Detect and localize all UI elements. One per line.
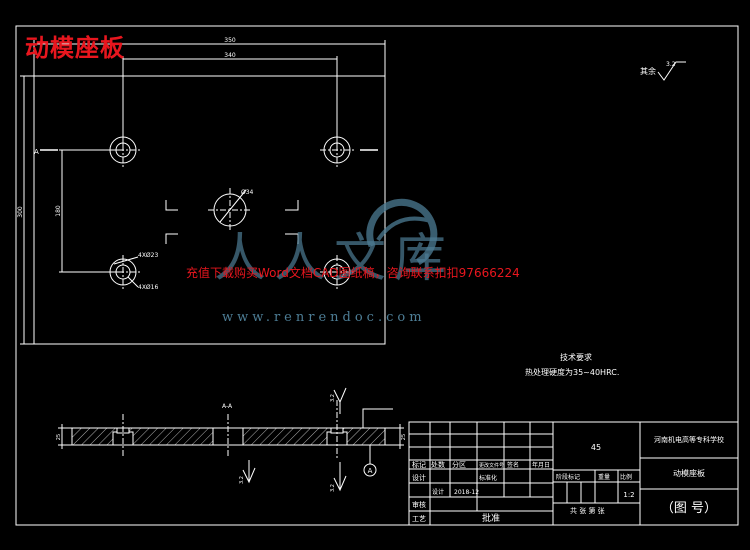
leader-counterbore [113, 256, 139, 265]
corner-hole-bottom-right [320, 255, 354, 289]
outer-border [15, 25, 739, 526]
roughness-value-1: 3.2 [330, 394, 336, 402]
dim-thickness-right-label: 25 [401, 434, 407, 440]
tb-row-label-process: 工艺 [412, 515, 426, 523]
tech-req-line1: 热处理硬度为35~40HRC. [525, 367, 619, 377]
section-view [58, 387, 404, 492]
dim-width-label: 350 [224, 37, 236, 44]
surface-note-label: 其余 [640, 66, 656, 76]
title-block [408, 421, 739, 526]
watermark-message: 充值下载购买Word文档CAD图纸稿，咨询联系扣扣97666224 [186, 266, 520, 280]
datum-label: A [368, 467, 373, 475]
tb-drawing-no: （图 号） [661, 501, 717, 516]
section-mark-label: A [34, 148, 39, 156]
tb-row-label-design: 设计 [412, 473, 426, 482]
tb-ratio-label: 比例 [620, 473, 632, 481]
counterbore-callout: 4XØ23 [138, 252, 158, 259]
tb-scale: 1:2 [623, 491, 634, 499]
dim-height-label: 300 [17, 206, 24, 218]
center-hole [208, 188, 252, 232]
tb-std-label: 标准化 [479, 474, 497, 482]
tb-header-label-6: 年月日 [532, 461, 550, 469]
tb-row-label-review: 审核 [412, 500, 426, 509]
center-hole-callout: Ø34 [241, 189, 254, 196]
datum-leader [362, 408, 393, 428]
tb-school: 河南机电高等专科学校 [654, 435, 724, 444]
dim-hole-spacing-label: 340 [224, 52, 236, 59]
tb-weight-label: 重量 [598, 473, 610, 481]
watermark-logo [366, 198, 438, 266]
leader-through-hole [127, 276, 139, 288]
tb-header-label-4: 更改文件号 [479, 462, 504, 469]
tb-header-label-2: 处数 [431, 460, 445, 469]
tb-approve-label: 批准 [482, 512, 500, 524]
tb-designer: 设计 [432, 488, 444, 496]
tb-sheet-label: 共 张 第 张 [570, 506, 605, 515]
section-title: A-A [222, 403, 233, 410]
surface-roughness-note [657, 61, 686, 81]
tb-header-label-5: 签名 [507, 461, 519, 469]
corner-hole-bottom-left [106, 255, 140, 289]
tb-stage-label: 阶段标记 [556, 473, 580, 481]
datum-circle [363, 463, 377, 477]
watermark-url: www.renrendoc.com [222, 310, 426, 325]
roughness-value-3: 3.2 [330, 484, 336, 492]
corner-hole-top-right [320, 133, 354, 167]
tb-part-name: 动模座板 [673, 468, 705, 478]
surface-note-value: 3.2 [666, 61, 676, 68]
sheet-title: 动模座板 [25, 34, 125, 62]
tb-date: 2018-12 [454, 489, 479, 496]
plan-view [20, 40, 386, 345]
watermark-logo-text: 人人文库 [214, 229, 454, 289]
corner-hole-top-left [106, 133, 140, 167]
roughness-value-2: 3.2 [239, 476, 245, 484]
through-hole-callout: 4XØ16 [138, 284, 158, 291]
tb-material: 45 [591, 443, 601, 452]
dim-hole-vertical-label: 180 [55, 205, 62, 217]
tech-req-title: 技术要求 [560, 352, 592, 362]
dim-thickness-left-label: 25 [56, 434, 62, 440]
tb-header-label-1: 标记 [412, 460, 426, 469]
tb-header-label-3: 分区 [452, 460, 466, 469]
